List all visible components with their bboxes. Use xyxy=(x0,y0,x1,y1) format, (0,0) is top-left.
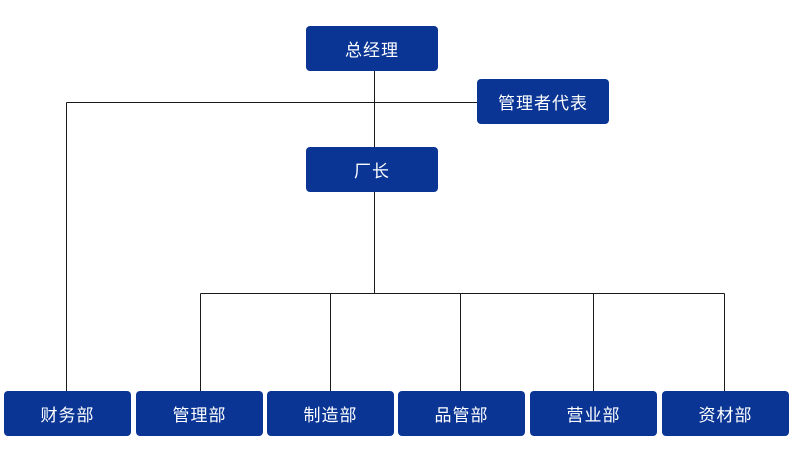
node-factory-manager: 厂长 xyxy=(306,147,438,192)
node-management-representative: 管理者代表 xyxy=(477,79,609,124)
node-quality-dept: 品管部 xyxy=(398,391,525,436)
node-materials-dept: 资材部 xyxy=(662,391,789,436)
node-admin-dept: 管理部 xyxy=(136,391,263,436)
node-sales-dept: 营业部 xyxy=(530,391,657,436)
node-finance-dept: 财务部 xyxy=(4,391,131,436)
node-general-manager: 总经理 xyxy=(306,26,438,71)
node-manufacturing-dept: 制造部 xyxy=(267,391,394,436)
